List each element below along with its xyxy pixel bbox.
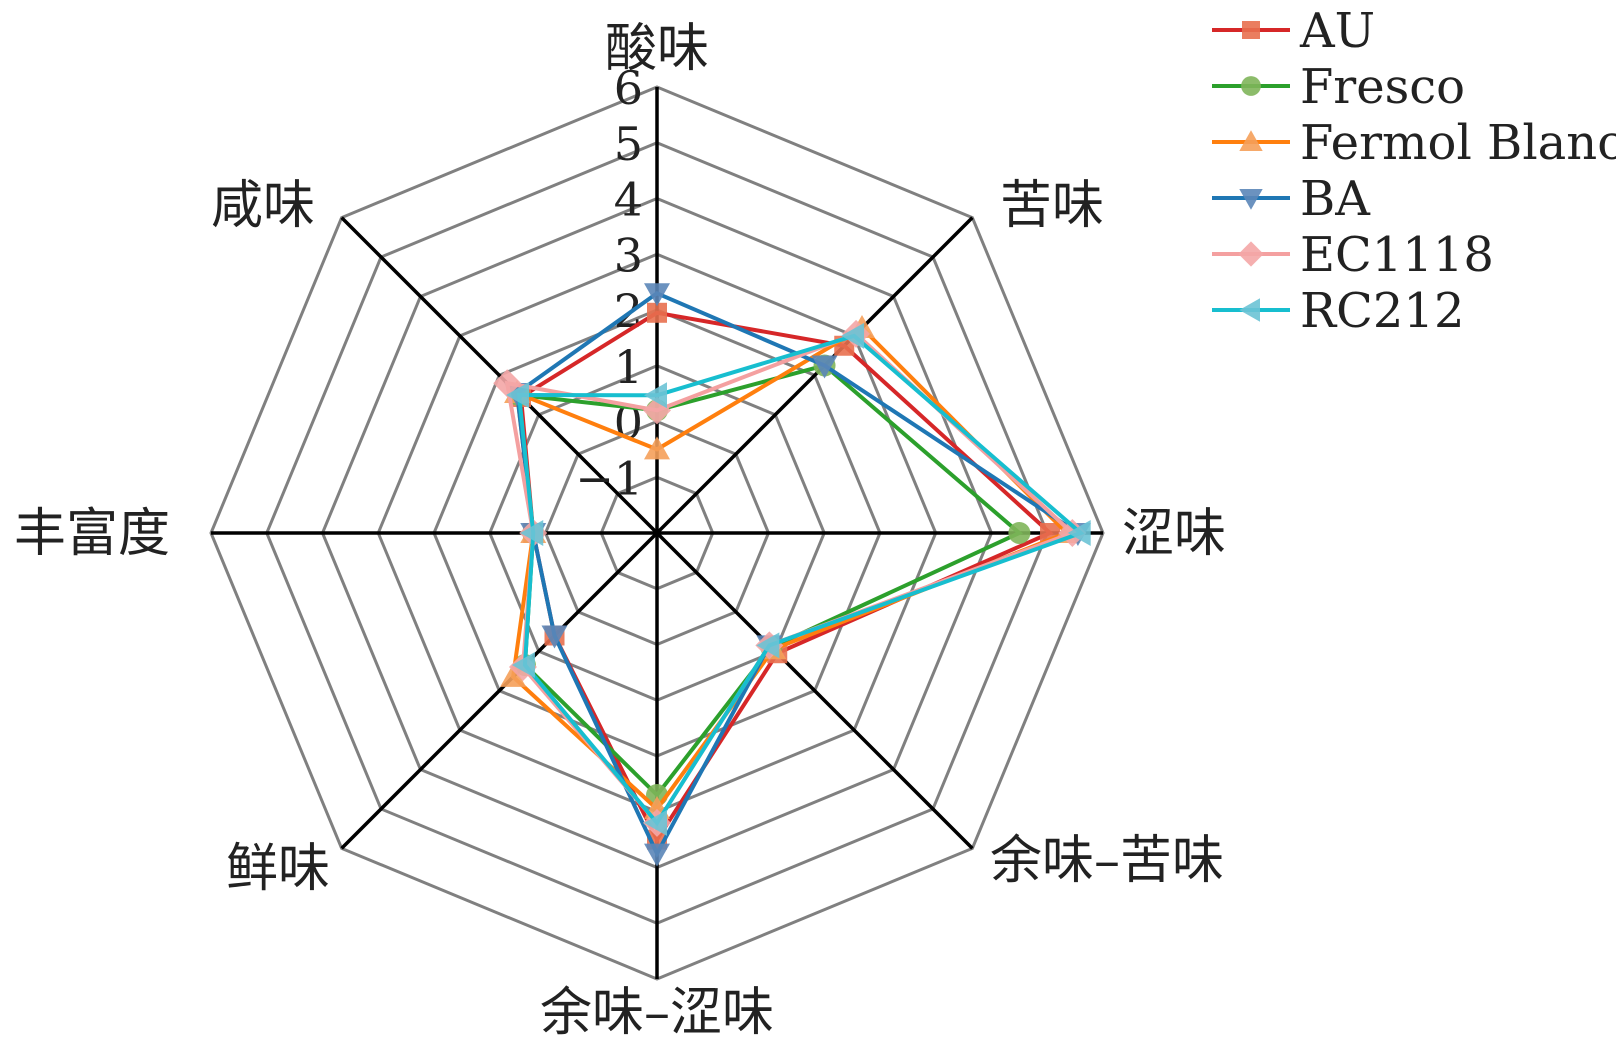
axis-label: 苦味 [1000,176,1104,236]
axis-spoke [340,216,659,535]
legend-item: RC212 [1212,283,1464,339]
legend-item: AU [1212,3,1375,59]
legend-item: EC1118 [1212,227,1494,283]
legend-label: RC212 [1300,283,1464,339]
legend-item: Fermol Blanc [1212,115,1616,171]
legend-label: BA [1300,171,1371,227]
legend-item: BA [1212,171,1371,227]
axis-label: 咸味 [211,176,315,236]
axis-spoke [655,531,974,850]
legend-marker [1241,76,1261,96]
series-au [510,302,1061,850]
tick-label: 5 [614,117,643,171]
data-point [493,369,522,398]
legend-marker [1239,189,1263,210]
legend-item: Fresco [1212,59,1465,115]
data-point [644,283,670,307]
axis-label: 鲜味 [226,839,330,899]
series-line [514,290,1083,859]
tick-label: 6 [614,61,643,115]
legend-label: AU [1299,3,1375,59]
data-point [811,355,838,379]
data-point [541,625,568,649]
data-point [644,843,670,867]
tick-label: 3 [614,228,643,282]
series-rc212 [506,322,1091,836]
series-line [504,331,1077,827]
legend-label: EC1118 [1300,227,1494,283]
axis-label: 余味–涩味 [540,983,774,1043]
data-point [506,382,530,409]
data-point [1008,522,1031,544]
axis-label: 余味–苦味 [990,831,1224,891]
axis-label: 丰富度 [14,504,170,564]
data-point [756,632,780,659]
data-point [520,520,544,546]
data-point [1067,520,1091,546]
axis-label: 涩味 [1122,504,1226,564]
data-point [500,663,527,687]
data-point [644,809,667,836]
axis-spoke [340,531,659,850]
legend-marker [1239,130,1263,151]
legend-label: Fresco [1300,59,1465,115]
tick-label: 4 [614,173,643,227]
legend-marker [1239,298,1260,322]
axis-label: 酸味 [605,19,709,79]
series-ec1118 [493,319,1087,837]
data-point [644,436,670,460]
legend-marker [1238,241,1264,267]
tick-label: 1 [614,340,643,394]
tick-label: −1 [575,451,643,505]
legend-marker [1242,21,1260,39]
data-point [644,382,667,409]
series-line [518,310,1054,844]
data-point [647,302,667,323]
legend-label: Fermol Blanc [1300,115,1616,171]
data-point [511,652,535,679]
data-point [841,322,865,349]
axis-spoke [655,216,974,535]
